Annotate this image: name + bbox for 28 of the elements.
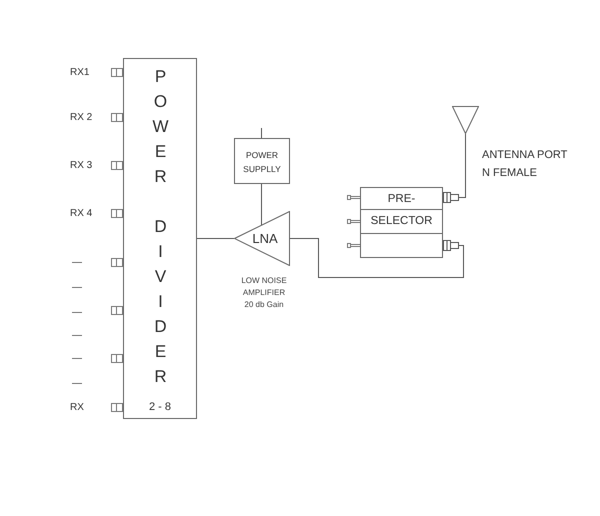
placeholder-dash: — — [72, 256, 82, 268]
placeholder-dash: — — [72, 328, 82, 342]
connector-line — [261, 128, 262, 138]
port-label: RX1 — [70, 66, 90, 78]
block-label: PRE- SELECTOR — [370, 192, 434, 229]
block-box — [360, 187, 443, 258]
port-label: RX 4 — [70, 206, 92, 220]
port-label: RX 2 — [70, 110, 92, 124]
port-label: RX — [70, 400, 84, 414]
placeholder-dash: — — [72, 280, 82, 294]
connector-line — [196, 238, 234, 239]
block-label: LNA — [251, 231, 279, 246]
antenna-symbol — [452, 106, 479, 134]
block-label: POWER SUPPLLY — [242, 149, 282, 176]
node-caption: 20 db Gain — [243, 299, 285, 311]
placeholder-dash: — — [72, 306, 82, 318]
block-box — [234, 138, 290, 184]
block-label: 2 - 8 — [148, 401, 172, 414]
port-label: RX 3 — [70, 158, 92, 172]
connector-line — [442, 134, 466, 203]
node-caption: LOW NOISE AMPLIFIER — [240, 275, 288, 299]
block-box — [123, 58, 197, 419]
annotation-text: ANTENNA PORT N FEMALE — [482, 148, 568, 181]
connector-line — [261, 184, 262, 226]
connector-line — [290, 238, 464, 278]
block-label: POWER DIVIDER — [150, 67, 170, 392]
placeholder-dash: — — [72, 352, 82, 364]
placeholder-dash: — — [72, 376, 82, 390]
